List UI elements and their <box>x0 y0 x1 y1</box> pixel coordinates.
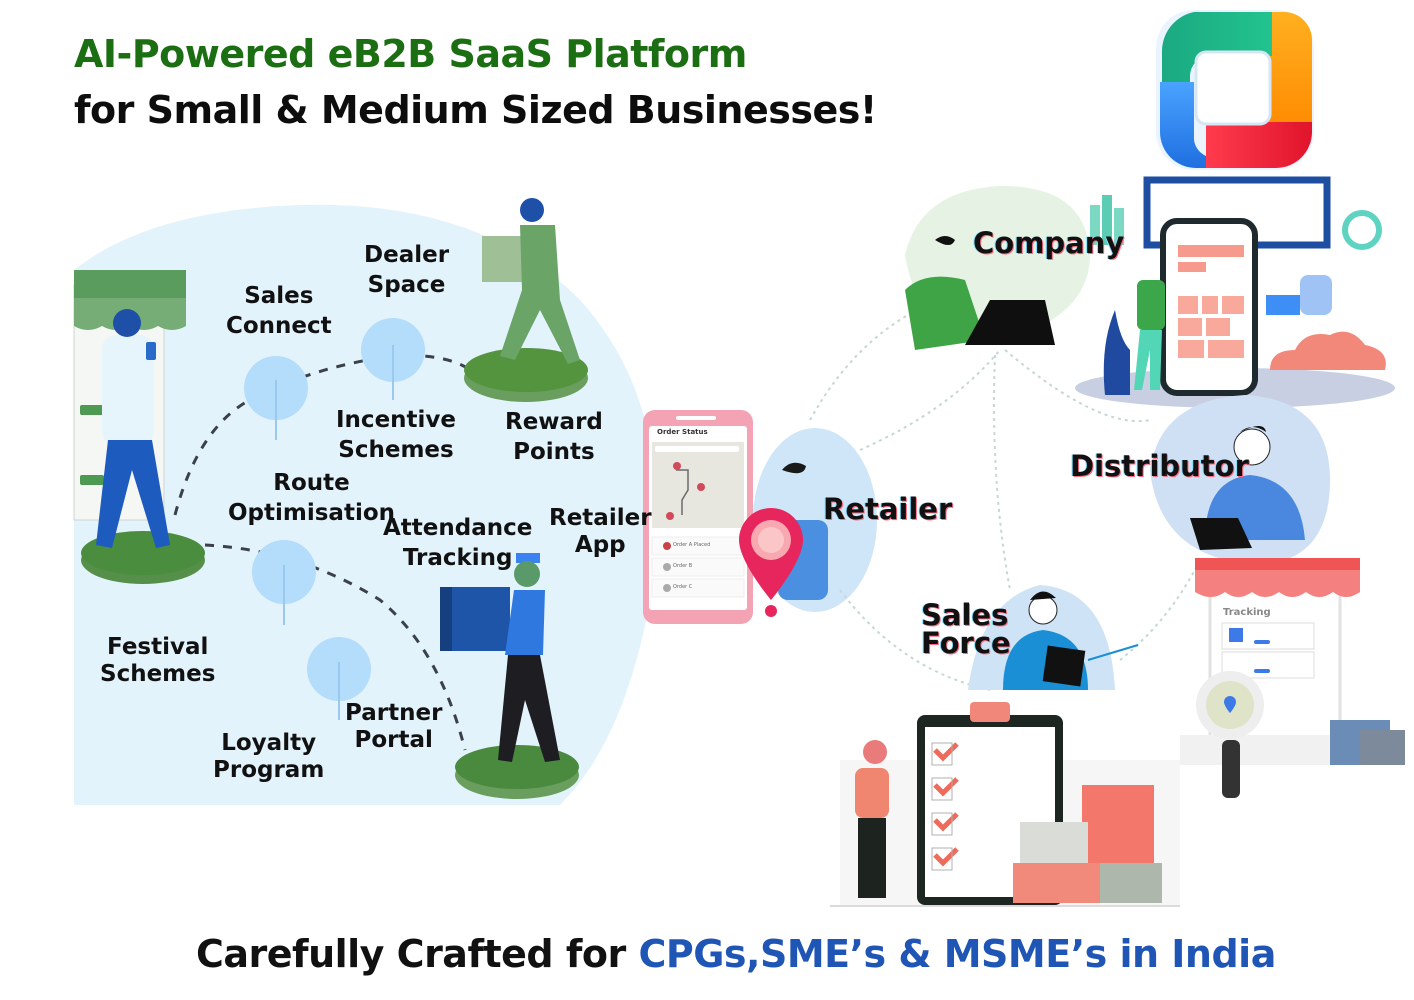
feature-label-line: Loyalty <box>221 730 317 756</box>
feature-label-line: Schemes <box>338 437 454 463</box>
feature-label-line: Points <box>513 439 595 465</box>
walking-man-figure <box>81 309 205 584</box>
checklist-illustration <box>830 702 1180 907</box>
feature-dealer-space: Dealer Space <box>364 240 449 300</box>
role-label-line: Force <box>921 626 1011 660</box>
feature-label-line: Sales <box>244 283 314 309</box>
role-distributor: Distributor <box>1070 449 1249 483</box>
feature-label-line: App <box>574 532 626 558</box>
network-lines <box>809 299 1201 691</box>
order-item: Order B <box>673 563 693 569</box>
feature-route-optimisation: Route Optimisation <box>228 468 395 528</box>
role-label-line: Sales <box>921 598 1009 632</box>
feature-retailer-app: Retailer App <box>549 505 652 559</box>
feature-festival-schemes: Festival Schemes <box>100 634 215 688</box>
company-figure <box>905 185 1124 350</box>
page-title: AI-Powered eB2B SaaS Platform <box>74 32 747 76</box>
role-retailer: Retailer <box>823 492 953 526</box>
feature-label-line: Attendance <box>383 515 533 541</box>
order-item: Order A Placed <box>673 542 711 548</box>
feature-label-line: Connect <box>226 313 332 339</box>
tracking-storefront <box>1180 558 1405 798</box>
feature-label-line: Schemes <box>100 661 216 687</box>
sales-force-figure <box>968 585 1139 690</box>
distributor-figure <box>1150 395 1330 565</box>
feature-label-line: Dealer <box>364 242 450 268</box>
feature-label-line: Partner <box>345 700 443 726</box>
tagline-prefix: Carefully Crafted for <box>196 932 639 976</box>
order-item: Order C <box>673 584 693 590</box>
tree-icons <box>244 318 425 720</box>
feature-label-line: Tracking <box>402 545 513 571</box>
feature-reward-points: Reward Points <box>505 407 603 467</box>
feature-label-line: Reward <box>505 409 603 435</box>
role-sales-force: Sales Force <box>921 598 1011 660</box>
delivery-man-figure-bottom <box>440 553 579 799</box>
app-logo-icon <box>1156 10 1314 170</box>
company-app-illustration <box>1075 176 1395 408</box>
feature-sales-connect: Sales Connect <box>226 281 332 341</box>
feature-label-line: Retailer <box>549 505 652 531</box>
feature-attendance-tracking: Attendance Tracking <box>383 513 532 573</box>
feature-label-line: Portal <box>354 727 433 753</box>
feature-label-line: Route <box>273 470 350 496</box>
page-subtitle: for Small & Medium Sized Businesses! <box>74 88 877 132</box>
feature-label-line: Space <box>367 272 446 298</box>
feature-label-line: Optimisation <box>228 500 396 526</box>
tagline-highlight: CPGs,SME’s & MSME’s in India <box>638 932 1276 976</box>
order-status-phone <box>643 410 753 624</box>
delivery-man-figure-top <box>464 198 588 402</box>
tracking-title: Tracking <box>1223 607 1271 618</box>
location-pin-icon <box>739 508 803 617</box>
feature-label-line: Incentive <box>336 407 457 433</box>
role-company: Company <box>973 226 1125 260</box>
feature-label-line: Festival <box>107 634 209 660</box>
feature-loyalty-program: Loyalty Program <box>213 730 324 784</box>
feature-label-line: Program <box>213 757 325 783</box>
feature-partner-portal: Partner Portal <box>345 700 442 754</box>
footer-tagline: Carefully Crafted for CPGs,SME’s & MSME’… <box>196 932 1276 976</box>
phone-title: Order Status <box>657 428 708 436</box>
feature-incentive-schemes: Incentive Schemes <box>336 405 456 465</box>
